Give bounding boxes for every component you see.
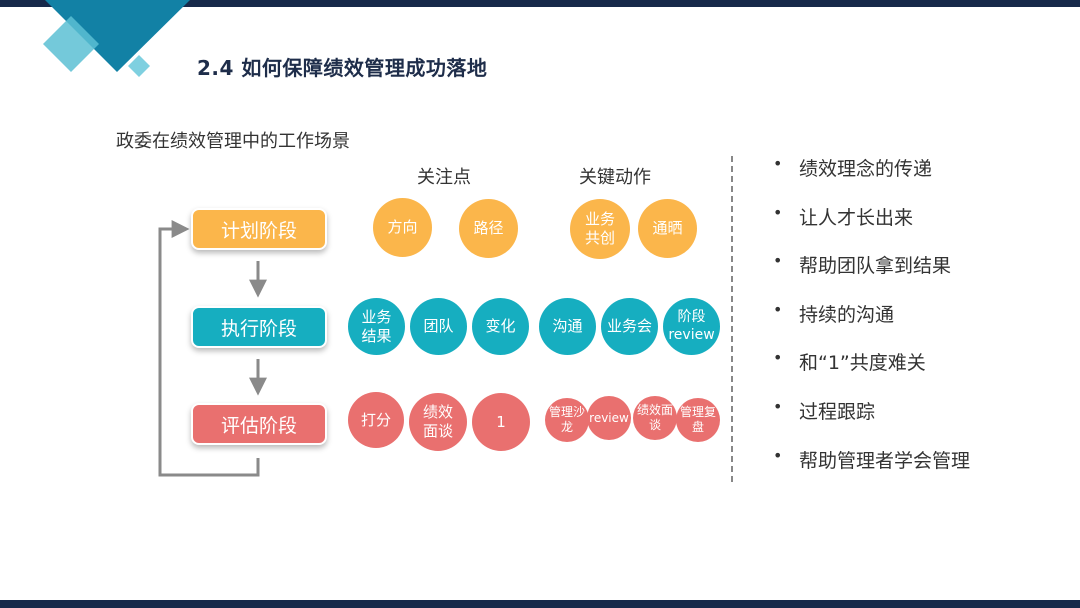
bullet-icon: • xyxy=(773,445,783,465)
focus-change: 变化 xyxy=(472,298,529,355)
bullet-icon: • xyxy=(773,299,783,319)
top-bar xyxy=(0,0,1080,7)
focus-one: 1 xyxy=(472,393,530,451)
dashed-divider xyxy=(731,156,733,482)
actions-column-header: 关键动作 xyxy=(579,167,651,188)
list-item: •让人才长出来 xyxy=(773,202,914,229)
key-points-list: •绩效理念的传递 •让人才长出来 •帮助团队拿到结果 •持续的沟通 •和“1”共… xyxy=(773,154,970,494)
action-management-salon: 管理沙龙 xyxy=(545,398,589,442)
action-phase-review: 阶段review xyxy=(663,298,720,355)
focus-performance-interview: 绩效面谈 xyxy=(409,393,467,451)
stage-execute: 执行阶段 xyxy=(191,306,327,348)
stage-plan: 计划阶段 xyxy=(191,208,327,250)
list-item: •绩效理念的传递 xyxy=(773,154,933,180)
bullet-icon: • xyxy=(773,251,783,271)
stage-evaluate: 评估阶段 xyxy=(191,403,327,445)
focus-column-header: 关注点 xyxy=(417,167,471,188)
action-communication: 沟通 xyxy=(539,298,596,355)
bullet-icon: • xyxy=(773,396,783,416)
focus-team: 团队 xyxy=(410,298,467,355)
page-title: 2.4 如何保障绩效管理成功落地 xyxy=(197,56,488,80)
bullet-icon: • xyxy=(773,348,783,368)
bullet-icon: • xyxy=(773,202,783,222)
focus-path: 路径 xyxy=(459,199,518,258)
action-performance-interview: 绩效面谈 xyxy=(633,396,677,440)
focus-business-results: 业务结果 xyxy=(348,298,405,355)
corner-decoration xyxy=(43,0,190,77)
focus-scoring: 打分 xyxy=(348,392,404,448)
focus-direction: 方向 xyxy=(373,198,432,257)
action-management-retrospective: 管理复盘 xyxy=(676,398,720,442)
flow-connector xyxy=(158,220,267,477)
action-business-cocreation: 业务共创 xyxy=(570,199,630,259)
list-item: •帮助管理者学会管理 xyxy=(773,445,971,472)
action-business-meeting: 业务会 xyxy=(601,298,658,355)
action-review: review xyxy=(587,396,631,440)
list-item: •帮助团队拿到结果 xyxy=(773,251,952,278)
list-item: •和“1”共度难关 xyxy=(773,348,926,375)
list-item: •持续的沟通 xyxy=(773,299,895,326)
bullet-icon: • xyxy=(773,154,783,173)
bottom-bar xyxy=(0,600,1080,608)
list-item: •过程跟踪 xyxy=(773,396,876,423)
action-share-out: 通晒 xyxy=(638,199,697,258)
section-subtitle: 政委在绩效管理中的工作场景 xyxy=(116,131,350,152)
